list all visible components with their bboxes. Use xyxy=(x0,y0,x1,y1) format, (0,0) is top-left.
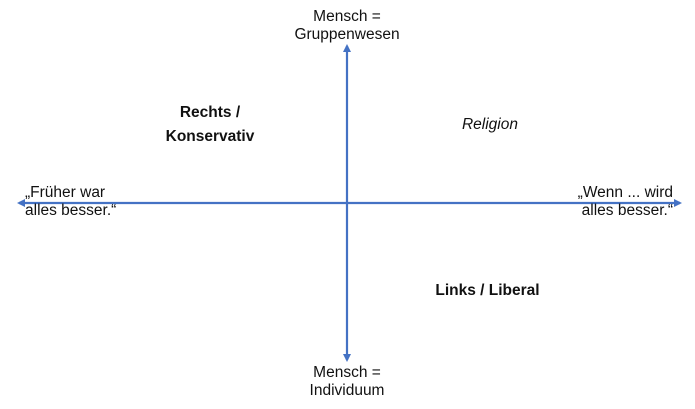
bottom-label-line2: Individuum xyxy=(309,382,385,399)
quadrant-bottom-right-label: Links / Liberal xyxy=(435,282,540,299)
vertical-axis-top-label: Mensch = Gruppenwesen xyxy=(247,8,447,44)
quadrant-top-left-label: Rechts / Konservativ xyxy=(125,101,295,149)
bottom-label-line1: Mensch = xyxy=(313,364,381,381)
top-label-line2: Gruppenwesen xyxy=(294,26,400,43)
left-label-line2: alles besser.“ xyxy=(25,202,117,219)
left-label-line1: „Früher war xyxy=(25,184,106,201)
vertical-axis-bottom-label: Mensch = Individuum xyxy=(247,364,447,400)
right-label-line2: alles besser.“ xyxy=(581,202,673,219)
quadrant-top-left-line1: Rechts / xyxy=(179,104,241,121)
right-label-line1: „Wenn ... wird xyxy=(577,184,673,201)
top-label-line1: Mensch = xyxy=(313,8,381,25)
horizontal-axis-left-label: „Früher war alles besser.“ xyxy=(25,184,116,220)
horizontal-axis-right-label: „Wenn ... wird alles besser.“ xyxy=(578,184,673,220)
quadrant-top-right-label: Religion xyxy=(461,116,518,133)
quadrant-top-left-line2: Konservativ xyxy=(165,128,255,145)
